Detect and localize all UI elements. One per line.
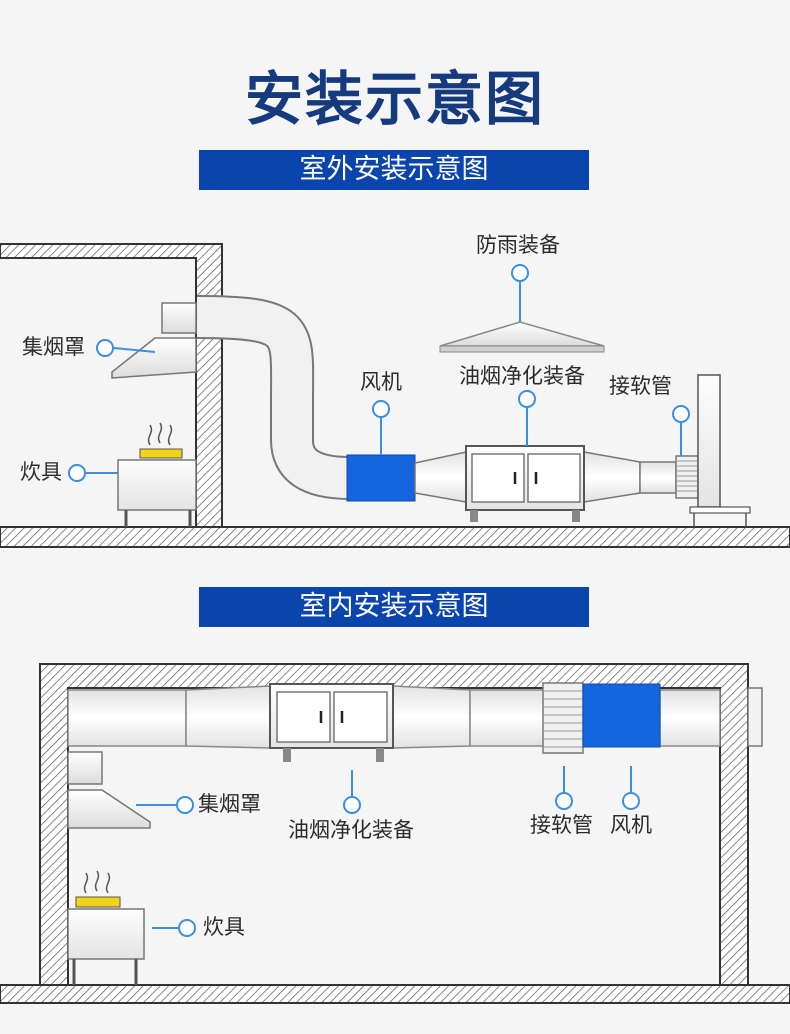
indoor-soft-pipe	[542, 682, 584, 754]
indoor-room-walls	[39, 663, 749, 986]
indoor-ground	[0, 984, 790, 1004]
indoor-callouts	[136, 766, 640, 937]
indoor-label-soft-pipe: 接软管	[530, 813, 593, 837]
indoor-scene	[0, 663, 790, 1004]
indoor-transition-left	[185, 685, 271, 749]
indoor-fan-callout-icon	[622, 792, 640, 810]
outdoor-transition-left	[414, 451, 467, 503]
indoor-label-purifier: 油烟净化装备	[288, 818, 414, 842]
outdoor-callouts	[68, 264, 690, 482]
outdoor-label-soft-pipe: 接软管	[609, 374, 672, 398]
outdoor-soft-pipe	[675, 455, 699, 499]
indoor-outer-vent	[747, 687, 763, 747]
outdoor-hood	[111, 302, 197, 379]
outdoor-fan-callout-icon	[372, 400, 390, 418]
page-title: 安装示意图	[244, 65, 545, 133]
outdoor-chimney	[689, 374, 751, 527]
outdoor-fan	[346, 454, 416, 502]
outdoor-duct	[196, 297, 351, 498]
outdoor-hood-callout-icon	[96, 339, 114, 357]
outdoor-label-stove: 炊具	[20, 460, 62, 484]
outdoor-pipe-segment	[639, 461, 677, 494]
indoor-transition-right	[392, 685, 471, 749]
outdoor-softpipe-callout-icon	[672, 405, 690, 423]
indoor-hood-callout-icon	[176, 796, 194, 814]
indoor-label-fan: 风机	[610, 813, 652, 837]
outdoor-label-rain-cover: 防雨装备	[476, 233, 560, 257]
indoor-label-stove: 炊具	[203, 915, 245, 939]
outdoor-transition-right	[583, 451, 641, 503]
outdoor-rain-cover	[439, 321, 605, 353]
indoor-stove	[67, 870, 145, 985]
outdoor-purifier	[465, 445, 585, 522]
indoor-duct-left	[67, 689, 187, 747]
indoor-softpipe-callout-icon	[555, 792, 573, 810]
outdoor-scene	[0, 243, 790, 548]
indoor-fan	[582, 683, 661, 748]
indoor-duct-right	[659, 689, 721, 747]
indoor-hood	[67, 751, 151, 829]
outdoor-building-wall	[0, 243, 223, 528]
outdoor-stove	[117, 422, 197, 527]
outdoor-purifier-callout-icon	[518, 390, 536, 408]
indoor-stove-callout-icon	[178, 919, 196, 937]
outdoor-label-hood: 集烟罩	[22, 335, 85, 359]
indoor-label-hood: 集烟罩	[198, 792, 261, 816]
outdoor-rain-callout-icon	[511, 264, 529, 282]
indoor-purifier-callout-icon	[343, 796, 361, 814]
indoor-purifier	[269, 683, 394, 762]
outdoor-label-fan: 风机	[360, 370, 402, 394]
indoor-duct-mid	[469, 689, 545, 747]
outdoor-ground	[0, 526, 790, 548]
outdoor-section-banner: 室外安装示意图	[199, 150, 589, 190]
outdoor-label-purifier: 油烟净化装备	[459, 364, 585, 388]
indoor-section-banner: 室内安装示意图	[199, 587, 589, 627]
outdoor-stove-callout-icon	[68, 464, 86, 482]
